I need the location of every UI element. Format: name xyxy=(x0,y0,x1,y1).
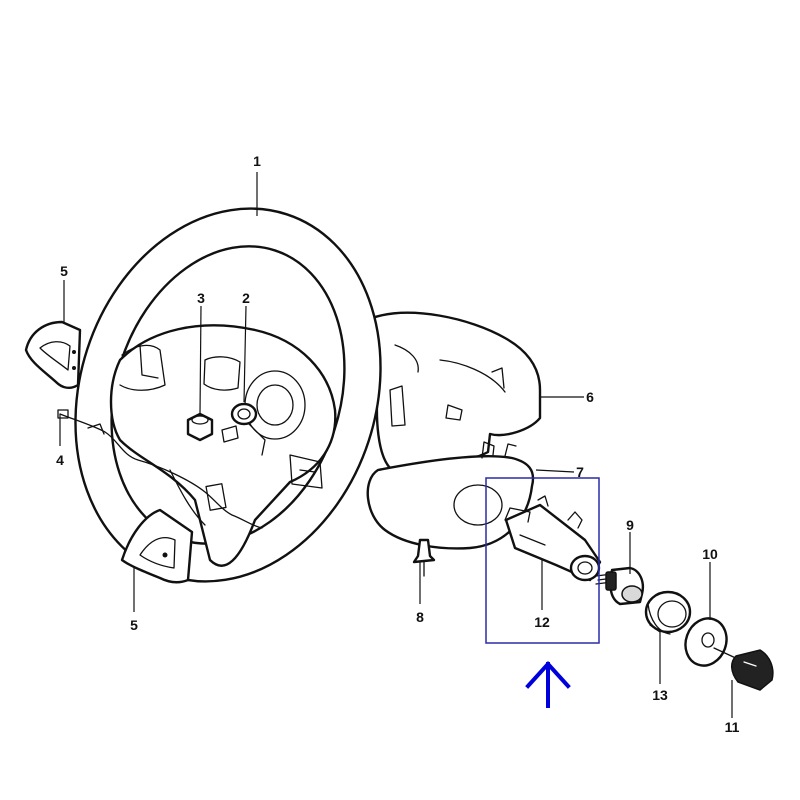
callout-1: 1 xyxy=(253,153,261,169)
leader-lines xyxy=(59,172,733,718)
callout-12: 12 xyxy=(534,614,550,630)
switch-bezel-upper xyxy=(24,320,82,390)
highlight-box xyxy=(485,477,600,644)
callout-13: 13 xyxy=(652,687,668,703)
callout-6: 6 xyxy=(586,389,594,405)
callout-4: 4 xyxy=(56,452,64,468)
steering-wheel-nut xyxy=(186,412,214,442)
shroud-clip xyxy=(412,538,436,577)
callout-11: 11 xyxy=(725,719,740,735)
ignition-key xyxy=(713,647,774,691)
lock-barrel xyxy=(595,566,644,606)
switch-bezel-lower xyxy=(120,508,194,584)
steering-wheel-bolt xyxy=(221,402,258,443)
callout-5-lower: 5 xyxy=(130,617,138,633)
ignition-washer xyxy=(684,617,728,667)
callout-2: 2 xyxy=(242,290,250,306)
arrow-up-icon xyxy=(525,661,571,708)
callout-7: 7 xyxy=(576,464,584,480)
callout-9: 9 xyxy=(626,517,634,533)
callout-5-upper: 5 xyxy=(60,263,68,279)
wiring-harness xyxy=(57,409,263,529)
callout-3: 3 xyxy=(197,290,205,306)
column-shroud xyxy=(366,311,542,550)
callout-10: 10 xyxy=(702,546,718,562)
lock-bezel-ring xyxy=(644,590,692,635)
ignition-lock-housing xyxy=(504,495,602,582)
callout-labels: 1 2 3 4 5 5 6 7 8 9 10 11 12 13 xyxy=(56,153,740,735)
steering-wheel xyxy=(74,207,382,583)
callout-8: 8 xyxy=(416,609,424,625)
